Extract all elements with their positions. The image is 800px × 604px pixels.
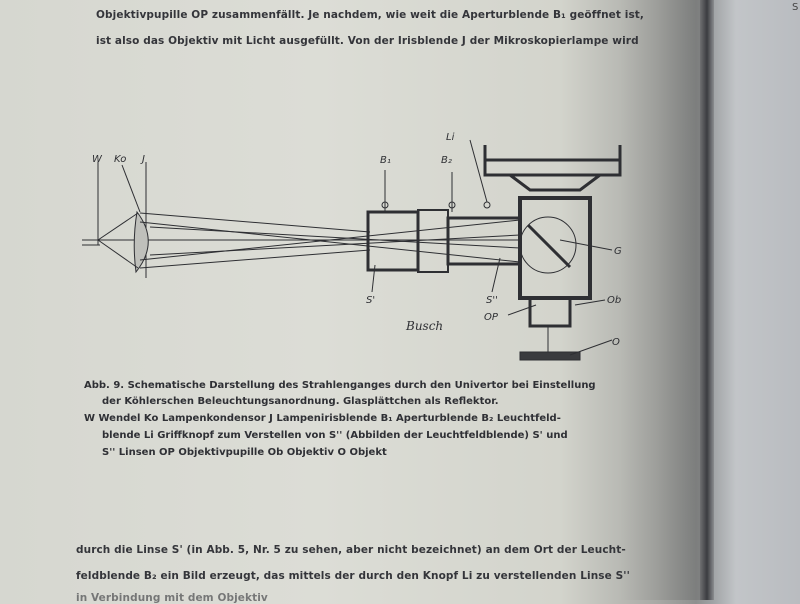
figure-legend-line: blende Li Griffknopf zum Verstellen von …: [102, 430, 568, 441]
label-s2: S'': [486, 295, 498, 306]
object-stage: [519, 351, 581, 361]
figure-legend-line: S'' Linsen OP Objektivpupille Ob Objekti…: [102, 447, 387, 458]
label-b1: B₁: [380, 155, 391, 166]
body-text-line: feldblende B₂ ein Bild erzeugt, das mitt…: [76, 570, 630, 582]
body-text-line: ist also das Objektiv mit Licht ausgefül…: [96, 35, 639, 47]
body-text-line: durch die Linse S' (in Abb. 5, Nr. 5 zu …: [76, 544, 626, 556]
tube-section-2: [446, 216, 522, 266]
label-op: OP: [484, 312, 499, 323]
label-s1: S': [366, 295, 375, 306]
figure-caption-title: der Köhlerschen Beleuchtungsanordnung. G…: [102, 396, 499, 407]
label-j: J: [140, 154, 145, 165]
body-text-line: Objektivpupille OP zusammenfällt. Je nac…: [96, 9, 645, 21]
label-o: O: [612, 337, 620, 348]
glass-plate: [526, 223, 572, 269]
label-w: W: [92, 154, 103, 165]
eyepiece-holder: [483, 145, 622, 177]
lamp-condenser-lens: [133, 210, 149, 274]
label-g: G: [614, 246, 622, 257]
reflector-housing: [518, 196, 592, 300]
body-text-line: in Verbindung mit dem Objektiv: [76, 592, 268, 604]
page-shadow: [620, 0, 710, 600]
next-page-edge-text: S: [792, 2, 799, 13]
book-gutter: [700, 0, 714, 600]
reflector-cube: [519, 216, 577, 274]
label-ko: Ko: [114, 154, 126, 165]
figure-caption-title: Abb. 9. Schematische Darstellung des Str…: [84, 380, 596, 391]
artist-signature: Busch: [405, 319, 443, 333]
label-ob: Ob: [607, 295, 621, 306]
label-b2: B₂: [441, 155, 452, 166]
objective: [528, 296, 572, 328]
figure-legend-line: W Wendel Ko Lampenkondensor J Lampeniris…: [84, 413, 561, 424]
label-li: Li: [446, 132, 455, 143]
